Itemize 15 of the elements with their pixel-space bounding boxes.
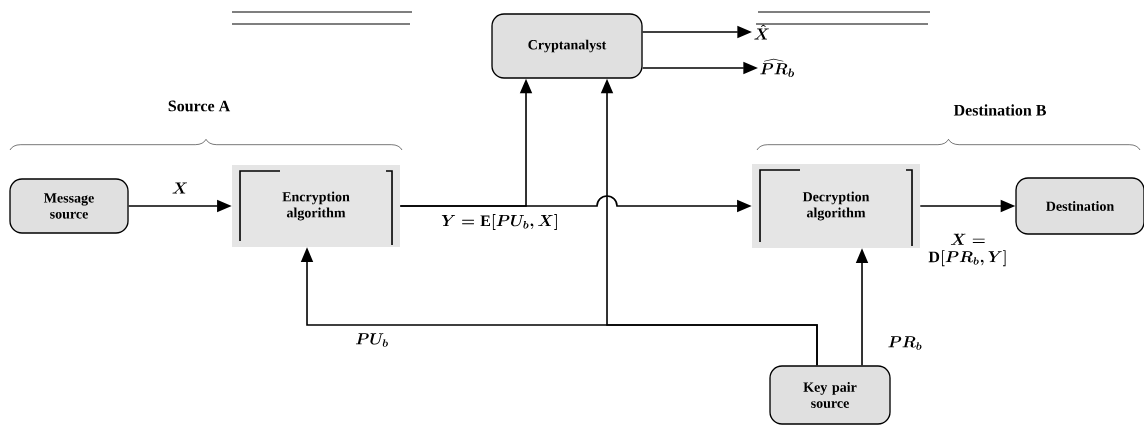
process-box: Key pair source [769, 365, 891, 425]
edge-label: $\begin{array}{c}X =\\ \mathrm{D}[PR_b, Y]\end{array}$ [920, 231, 1016, 269]
algorithm-box: Decryption algorithm [752, 164, 920, 248]
output-symbol: $\widehat{PR}_b$ [760, 58, 795, 78]
group-label: Source A [168, 100, 231, 112]
algorithm-box: Encryption algorithm [232, 165, 400, 247]
edge-label: $X$ [170, 181, 190, 195]
output-symbol: $\hat{X}$ [754, 24, 769, 40]
edge-label: $PU_b$ [353, 332, 391, 349]
edge-label: $Y = \mathrm{E}[PU_b, X]$ [439, 212, 561, 232]
process-box: Destination [1015, 177, 1144, 235]
process-box: Cryptanalyst [491, 13, 643, 79]
group-label: Destination B [953, 104, 1046, 116]
process-box: Message source [9, 178, 129, 234]
edge-label: $PR_b$ [886, 335, 924, 352]
